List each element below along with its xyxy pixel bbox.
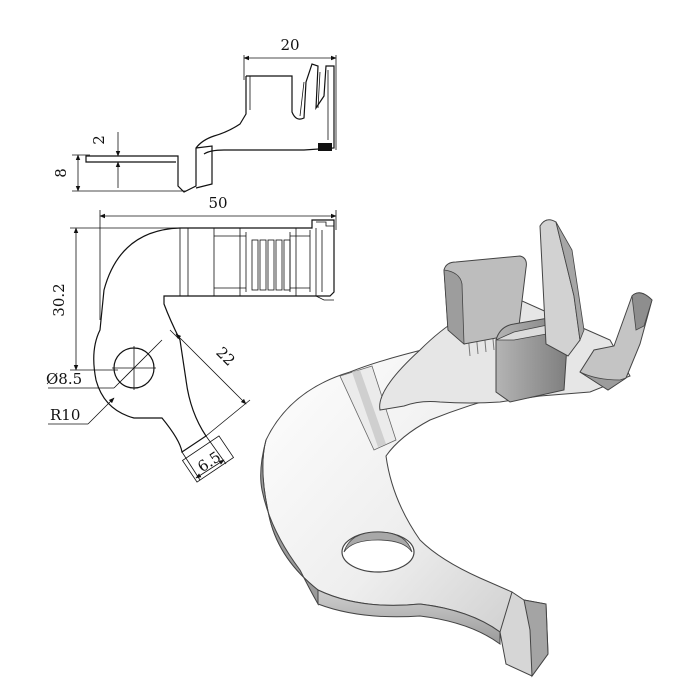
plan-view-outline xyxy=(93,219,335,454)
dim-hole-diameter: Ø8.5 xyxy=(46,370,82,388)
dim-radius: R10 xyxy=(50,406,80,424)
dim-line-arm-length xyxy=(175,333,247,405)
side-view-marker xyxy=(318,143,332,151)
side-view: 20 2 8 xyxy=(52,36,337,193)
dim-arm-length: 22 xyxy=(212,343,238,369)
serrations xyxy=(251,239,291,291)
dim-overall-length: 50 xyxy=(208,194,227,212)
side-view-outline xyxy=(85,76,247,193)
dim-thickness: 2 xyxy=(90,135,108,145)
isometric-render xyxy=(260,219,653,678)
render-wing-left-rear xyxy=(443,255,527,345)
dim-side-height: 8 xyxy=(52,168,70,178)
dim-top-width: 20 xyxy=(280,36,299,54)
side-view-barrel xyxy=(203,63,335,155)
dim-line-tab-width xyxy=(195,459,225,479)
plan-view: 50 30.2 Ø8.5 R10 xyxy=(46,194,337,483)
render-fork-rear xyxy=(539,219,581,357)
dim-tab-width: 6.5 xyxy=(194,448,224,476)
dim-height: 30.2 xyxy=(50,283,68,316)
